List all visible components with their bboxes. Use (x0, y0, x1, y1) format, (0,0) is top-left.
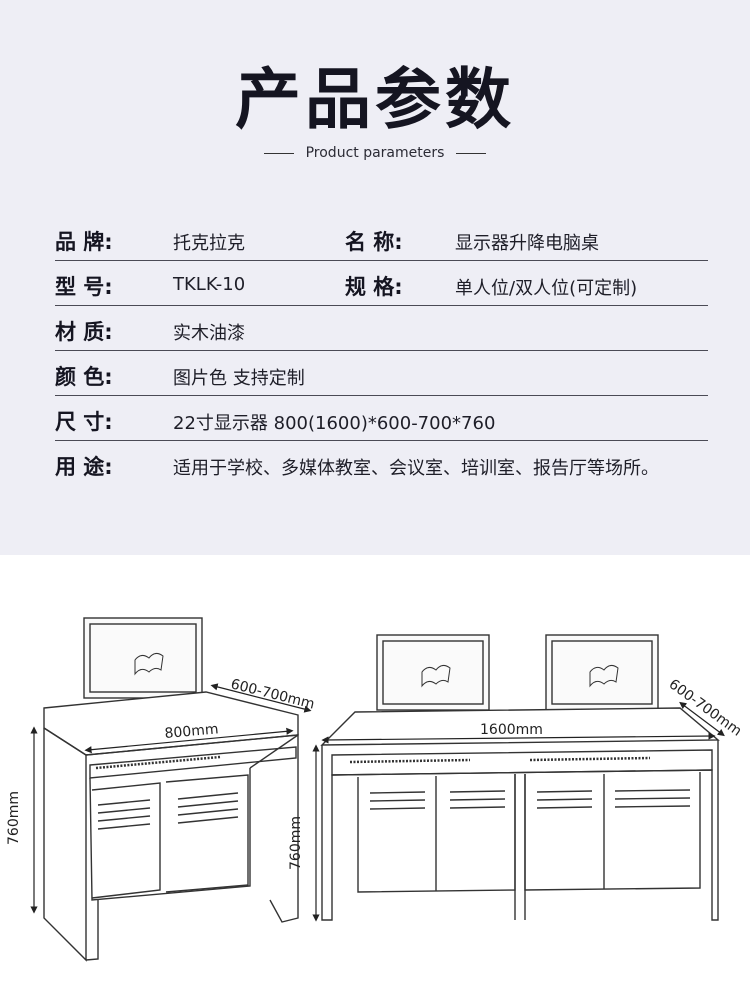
spec-row-material: 材 质: 实木油漆 (55, 305, 708, 351)
spec-value: 图片色 支持定制 (173, 368, 305, 389)
page-title: 产品参数 (235, 61, 515, 138)
spec-label: 用 途: (55, 455, 113, 479)
single-height-label: 760mm (6, 791, 22, 845)
spec-value: TKLK-10 (173, 274, 246, 295)
subtitle-rule-right (456, 152, 487, 154)
spec-value: 实木油漆 (173, 323, 245, 344)
spec-label: 名 称: (345, 230, 403, 254)
subtitle-rule-left (263, 152, 294, 154)
spec-value: 适用于学校、多媒体教室、会议室、培训室、报告厅等场所。 (173, 458, 659, 479)
double-width-label: 1600mm (480, 722, 543, 738)
desk-drawings: 800mm 600-700mm 760mm 1600mm 600-700mm 7… (6, 617, 744, 962)
spec-label: 材 质: (55, 320, 113, 344)
subtitle-text: Product parameters (305, 145, 445, 161)
spec-row-color: 颜 色: 图片色 支持定制 (55, 350, 708, 396)
spec-value: 托克拉克 (173, 233, 245, 254)
parameters-panel (0, 0, 750, 555)
spec-row-size: 尺 寸: 22寸显示器 800(1600)*600-700*760 (55, 395, 708, 441)
spec-value: 显示器升降电脑桌 (455, 233, 599, 254)
spec-label: 品 牌: (55, 230, 113, 254)
spec-row-brand: 品 牌: 托克拉克 名 称: 显示器升降电脑桌 (55, 215, 708, 261)
spec-label: 型 号: (55, 275, 113, 299)
page-subtitle: Product parameters (0, 145, 750, 161)
spec-label: 颜 色: (55, 365, 113, 389)
double-height-label: 760mm (288, 816, 304, 870)
single-width-label: 800mm (164, 721, 219, 742)
spec-label: 规 格: (345, 275, 403, 299)
single-desk-illustration (43, 617, 299, 962)
spec-label: 尺 寸: (55, 410, 113, 434)
double-desk-illustration (320, 634, 720, 921)
spec-value: 22寸显示器 800(1600)*600-700*760 (173, 413, 496, 434)
spec-value: 单人位/双人位(可定制) (455, 278, 638, 299)
spec-row-usage: 用 途: 适用于学校、多媒体教室、会议室、培训室、报告厅等场所。 (55, 440, 708, 485)
spec-row-model: 型 号: TKLK-10 规 格: 单人位/双人位(可定制) (55, 260, 708, 306)
